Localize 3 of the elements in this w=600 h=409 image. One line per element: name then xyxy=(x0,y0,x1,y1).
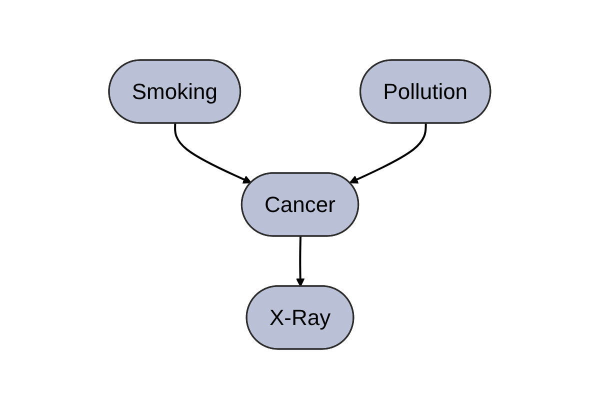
arrow xyxy=(350,123,428,184)
arrow xyxy=(174,123,252,184)
arrow xyxy=(296,236,306,287)
